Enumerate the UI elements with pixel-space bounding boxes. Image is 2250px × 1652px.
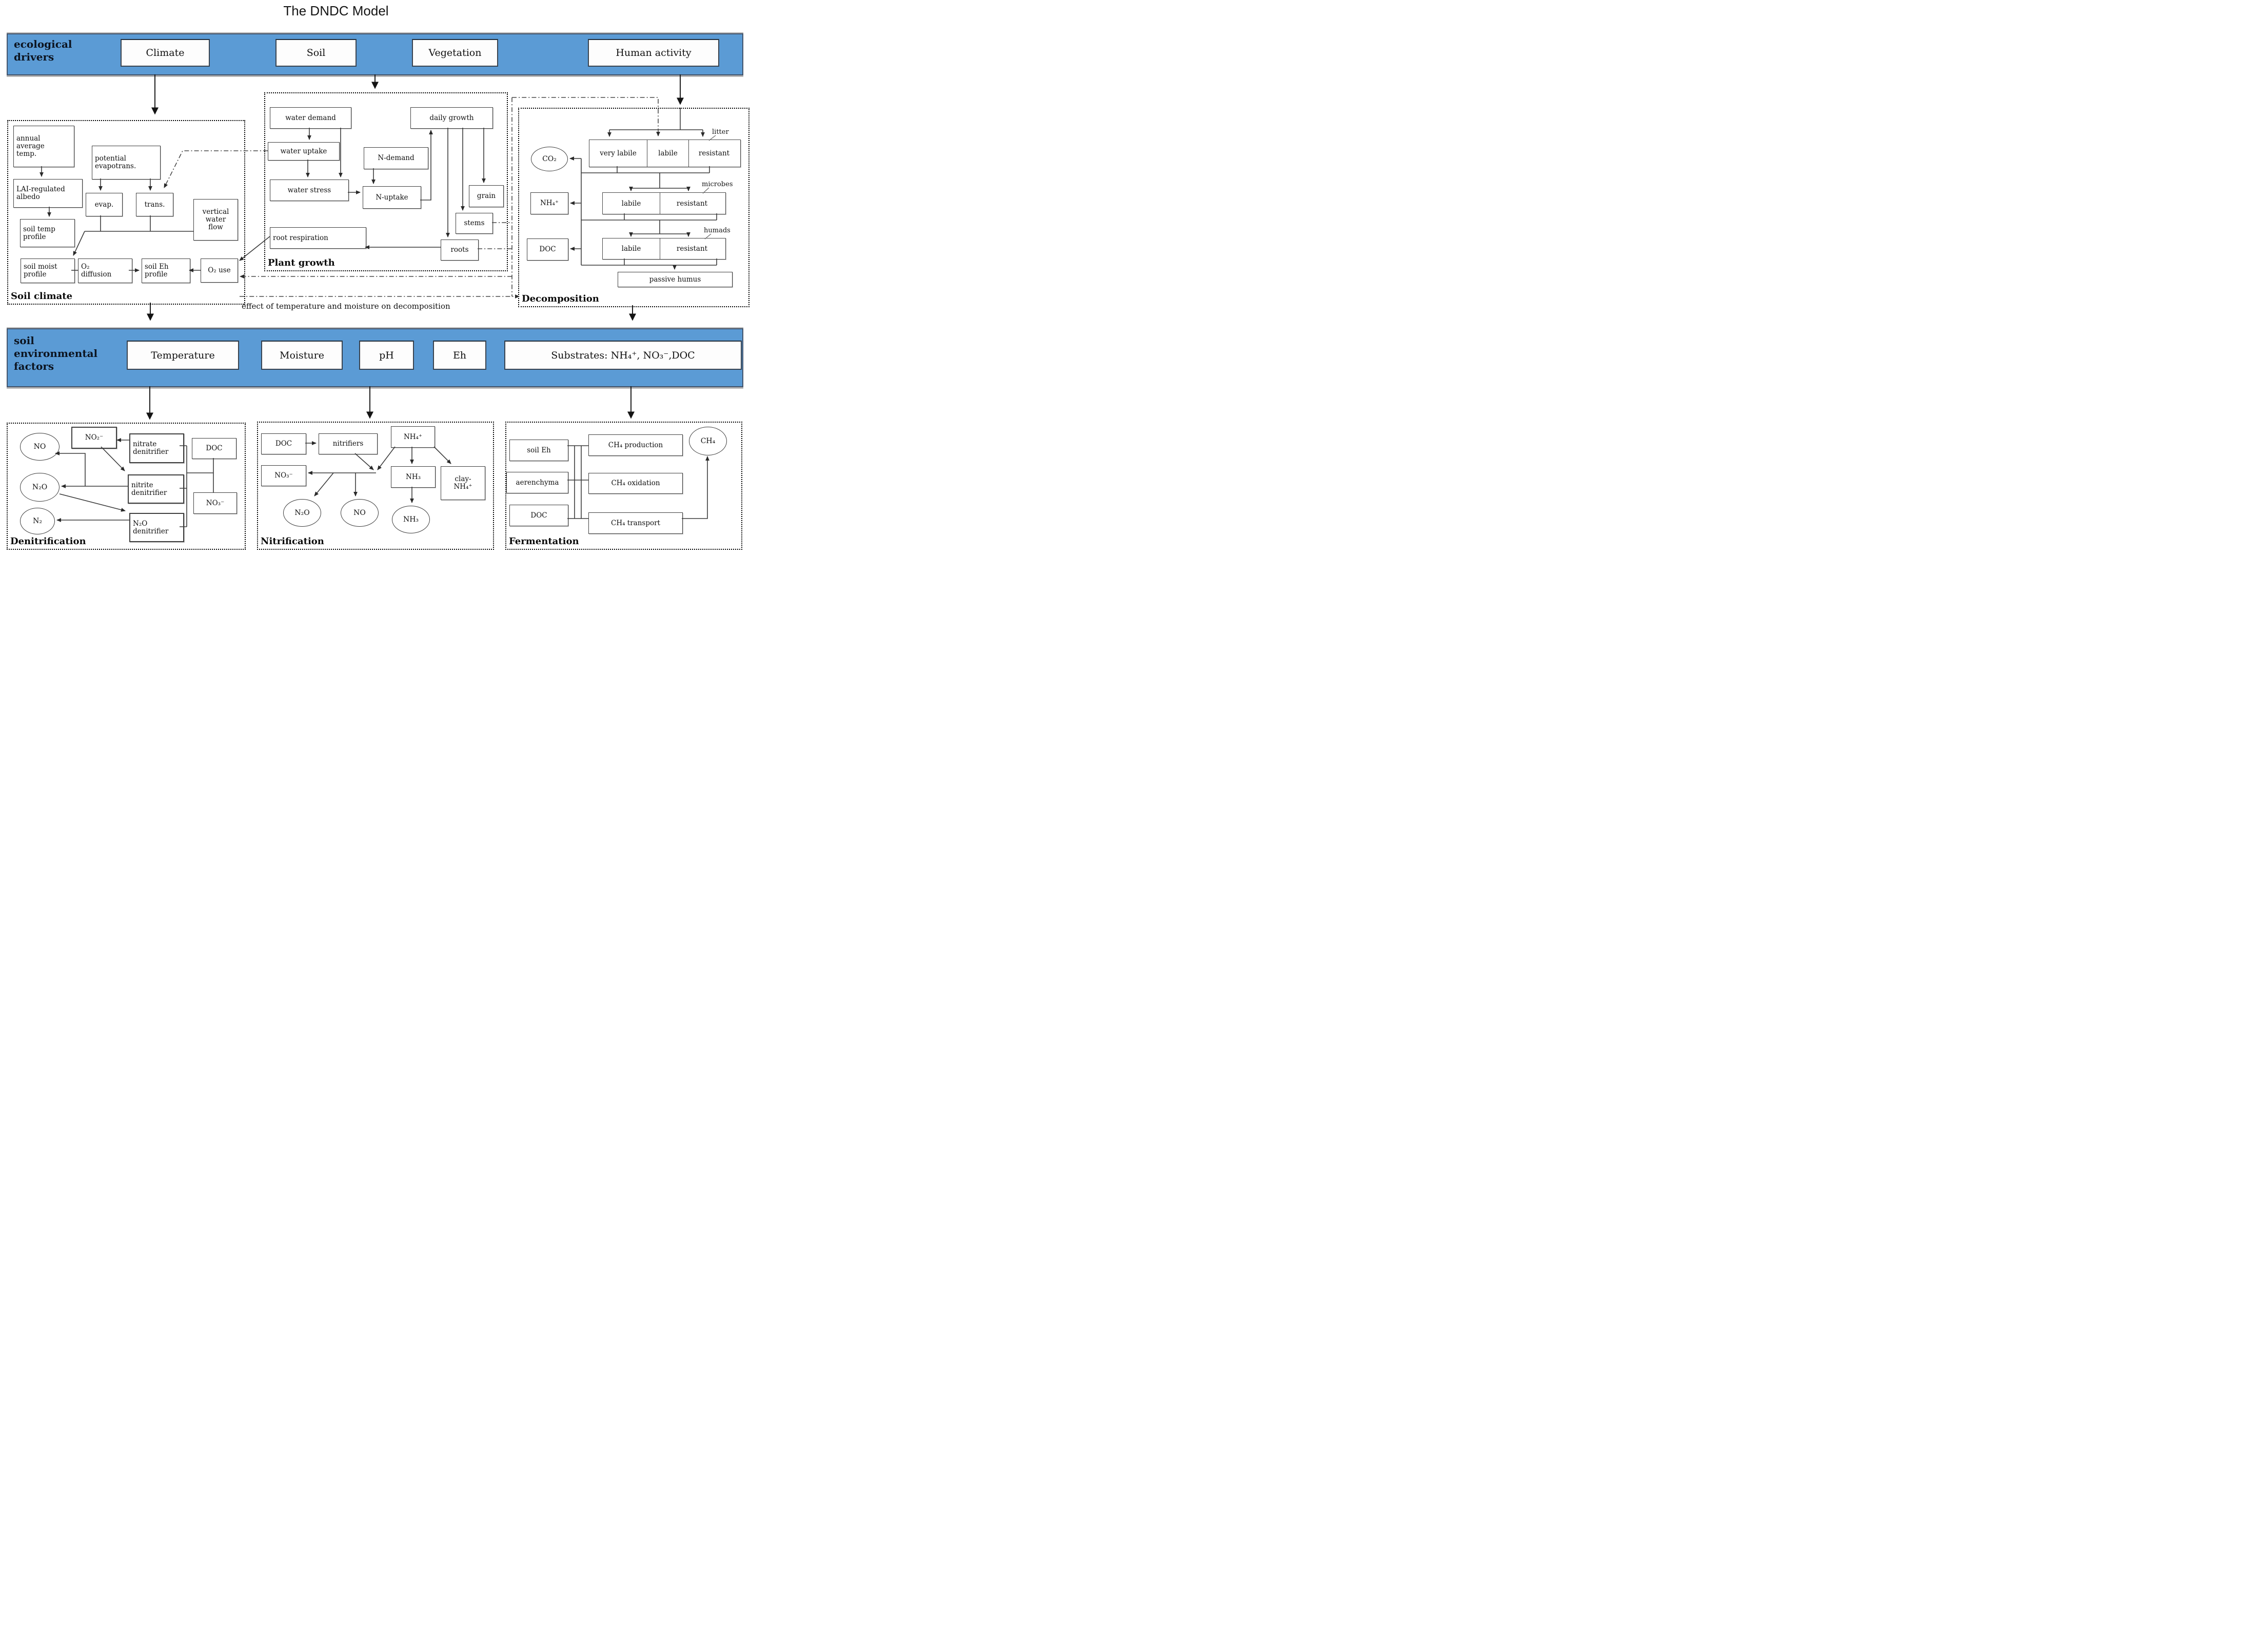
box-nh4-nitrif: NH₄⁺: [391, 426, 435, 448]
box-root-respiration: root respiration: [270, 227, 366, 249]
box-passive-humus: passive humus: [618, 272, 733, 287]
box-grain: grain: [469, 185, 504, 207]
box-soil-moist-profile: soil moist profile: [21, 258, 75, 283]
box-potential-evapotrans: potential evapotrans.: [92, 146, 161, 180]
box-n-uptake: N-uptake: [363, 186, 421, 209]
box-water-stress: water stress: [270, 180, 349, 201]
box-soil-eh-profile: soil Eh profile: [142, 258, 190, 283]
box-temperature: Temperature: [127, 341, 239, 370]
bar2-arrows: [146, 386, 635, 420]
box-ch4-production: CH₄ production: [588, 434, 683, 456]
microbes-cell-labile: labile: [621, 199, 641, 208]
box-ch4-transport: CH₄ transport: [588, 512, 683, 534]
box-n-demand: N-demand: [364, 147, 428, 169]
box-lai-regulated-albedo: LAI-regulated albedo: [13, 179, 83, 208]
ellipse-nh3: NH₃: [392, 506, 430, 533]
box-vertical-water-flow: vertical water flow: [193, 199, 238, 241]
box-moisture: Moisture: [261, 341, 343, 370]
box-nitrate-denitrifier: nitrate denitrifier: [129, 433, 184, 463]
box-nitrite-denitrifier: nitrite denitrifier: [128, 474, 184, 504]
box-stems: stems: [456, 213, 493, 234]
box-no3-denit: NO₃⁻: [193, 492, 237, 514]
box-human-activity: Human activity: [588, 39, 719, 67]
humads-pool-label: humads: [704, 227, 731, 234]
box-evap: evap.: [86, 193, 123, 216]
humads-cell-labile: labile: [621, 245, 641, 253]
litter-cell-very-labile: very labile: [600, 149, 637, 157]
microbes-pool-label: microbes: [702, 181, 733, 188]
ellipse-ch4: CH₄: [689, 427, 727, 455]
box-trans: trans.: [136, 193, 173, 216]
box-no3-nitrif: NO₃⁻: [261, 465, 306, 486]
section-denitrification: Denitrification: [7, 423, 246, 550]
ellipse-no: NO: [20, 433, 60, 461]
box-doc-ferm: DOC: [509, 505, 568, 526]
pool-litter: very labile labile resistant: [589, 140, 741, 167]
box-o2-use: O₂ use: [201, 258, 238, 283]
box-soil: Soil: [275, 39, 357, 67]
box-o2-diffusion: O₂ diffusion: [78, 258, 132, 283]
box-doc-nitrif: DOC: [261, 433, 306, 454]
box-nh3: NH₃: [391, 466, 436, 488]
box-ph: pH: [359, 341, 414, 370]
box-ch4-oxidation: CH₄ oxidation: [588, 473, 683, 494]
box-eh: Eh: [433, 341, 486, 370]
decomposition-label: Decomposition: [522, 293, 599, 304]
denitrification-label: Denitrification: [10, 536, 86, 547]
box-annual-average-temp: annual average temp.: [13, 126, 74, 167]
section-fermentation: Fermentation: [505, 422, 742, 550]
box-water-uptake: water uptake: [268, 142, 340, 161]
box-nitrifiers: nitrifiers: [319, 433, 378, 454]
litter-cell-resistant: resistant: [688, 140, 739, 167]
box-clay-nh4: clay- NH₄⁺: [441, 466, 485, 500]
box-soil-temp-profile: soil temp profile: [20, 219, 75, 247]
ellipse-n2o-nitrif: N₂O: [283, 499, 321, 527]
ellipse-n2o: N₂O: [20, 473, 60, 502]
box-no2: NO₂⁻: [71, 427, 117, 449]
box-soil-eh-ferm: soil Eh: [509, 440, 568, 461]
nitrification-label: Nitrification: [261, 536, 324, 547]
humads-cell-resistant: resistant: [660, 238, 724, 259]
soil-climate-label: Soil climate: [11, 291, 73, 302]
section-nitrification: Nitrification: [257, 422, 494, 550]
page-title: The DNDC Model: [283, 3, 389, 18]
effect-note: effect of temperature and moisture on de…: [242, 302, 450, 311]
box-doc-denit: DOC: [192, 438, 236, 459]
fermentation-label: Fermentation: [509, 536, 579, 547]
pool-humads: labile resistant: [602, 238, 726, 260]
ellipse-n2: N₂: [20, 508, 55, 534]
box-climate: Climate: [121, 39, 210, 67]
plant-growth-label: Plant growth: [268, 257, 335, 268]
box-daily-growth: daily growth: [410, 107, 493, 129]
ecological-drivers-label: ecological drivers: [14, 38, 72, 63]
ellipse-co2: CO₂: [531, 147, 568, 171]
microbes-cell-resistant: resistant: [660, 193, 724, 214]
ellipse-no-nitrif: NO: [341, 499, 379, 527]
box-vegetation: Vegetation: [412, 39, 498, 67]
box-water-demand: water demand: [270, 107, 351, 129]
pool-microbes: labile resistant: [602, 192, 726, 214]
litter-cell-labile: labile: [647, 140, 688, 167]
box-aerenchyma: aerenchyma: [506, 472, 568, 493]
soil-env-label: soil environmental factors: [14, 334, 98, 372]
box-n2o-denitrifier: N₂O denitrifier: [129, 513, 184, 542]
box-roots: roots: [441, 240, 479, 261]
box-doc-decomp: DOC: [527, 238, 568, 261]
box-nh4: NH₄⁺: [530, 192, 568, 214]
box-substrates: Substrates: NH₄⁺, NO₃⁻,DOC: [504, 341, 742, 370]
section-soil-climate: Soil climate: [7, 120, 245, 305]
litter-pool-label: litter: [712, 128, 729, 136]
dndc-model-diagram: The DNDC Model ecological drivers Climat…: [0, 0, 750, 551]
